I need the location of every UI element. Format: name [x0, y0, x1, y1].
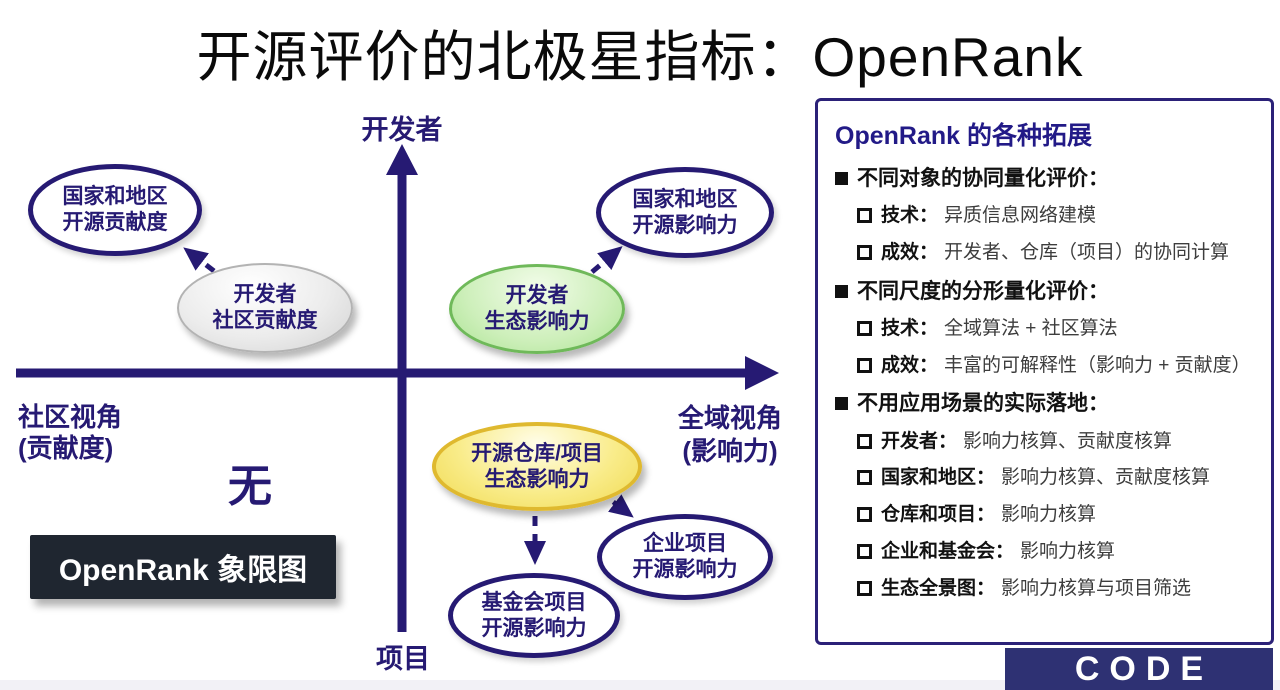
filled-square-bullet-icon — [835, 284, 848, 298]
item-desc: 开发者、仓库（项目）的协同计算 — [944, 241, 1230, 263]
panel-item: 成效： 开发者、仓库（项目）的协同计算 — [835, 242, 1254, 265]
section-title-text: 不同尺度的分形量化评价： — [857, 279, 1109, 303]
item-desc: 影响力核算、贡献度核算 — [1001, 467, 1211, 489]
code-logo: CODE — [1005, 648, 1273, 690]
arrow-deveco-to-country-icon — [590, 246, 623, 274]
y-axis-arrowhead-icon — [386, 144, 418, 175]
hollow-square-bullet-icon — [857, 470, 872, 486]
page-title: 开源评价的北极星指标：OpenRank — [196, 26, 1084, 88]
panel-item: 成效： 丰富的可解释性（影响力 + 贡献度） — [835, 355, 1254, 378]
node-developer-community-contribution: 开发者 社区贡献度 — [177, 263, 353, 353]
panel-section-title: 不同对象的协同量化评价： — [835, 167, 1254, 191]
filled-square-bullet-icon — [835, 172, 848, 185]
hollow-square-bullet-icon — [857, 433, 872, 449]
node-foundation-project-influence: 基金会项目 开源影响力 — [448, 573, 620, 658]
axis-label-community-view: 社区视角 (贡献度) — [18, 402, 123, 464]
openrank-extensions-panel: OpenRank 的各种拓展 不同对象的协同量化评价： 技术： 异质信息网络建模… — [815, 98, 1274, 645]
arrow-devcommunity-to-country-icon — [183, 247, 216, 273]
hollow-square-bullet-icon — [857, 320, 872, 336]
hollow-square-bullet-icon — [857, 244, 872, 260]
panel-item: 仓库和项目： 影响力核算 — [835, 504, 1254, 527]
quadrant-caption: OpenRank 象限图 — [30, 535, 336, 599]
hollow-square-bullet-icon — [857, 544, 872, 559]
panel-section-title: 不用应用场景的实际落地： — [835, 392, 1254, 416]
axis-label-developer: 开发者 — [361, 115, 443, 145]
item-desc: 影响力核算、贡献度核算 — [963, 430, 1173, 452]
filled-square-bullet-icon — [835, 397, 848, 411]
section-title-text: 不用应用场景的实际落地： — [857, 392, 1109, 416]
item-desc: 异质信息网络建模 — [944, 205, 1097, 227]
empty-quadrant-label: 无 — [228, 462, 272, 511]
item-label: 技术： — [881, 205, 939, 227]
panel-item: 生态全景图： 影响力核算与项目筛选 — [835, 578, 1254, 601]
item-label: 企业和基金会： — [881, 541, 1015, 562]
hollow-square-bullet-icon — [857, 357, 872, 373]
item-desc: 丰富的可解释性（影响力 + 贡献度） — [944, 354, 1251, 376]
hollow-square-bullet-icon — [857, 507, 872, 523]
bottom-strip — [0, 680, 1280, 690]
hollow-square-bullet-icon — [857, 208, 872, 224]
item-desc: 影响力核算 — [1001, 504, 1097, 526]
node-developer-ecosystem-influence: 开发者 生态影响力 — [449, 264, 625, 354]
item-desc: 影响力核算与项目筛选 — [1001, 577, 1192, 599]
item-label: 生态全景图： — [881, 577, 996, 599]
panel-item: 企业和基金会： 影响力核算 — [835, 541, 1254, 564]
item-label: 开发者： — [881, 430, 958, 452]
panel-header: OpenRank 的各种拓展 — [835, 122, 1092, 150]
node-country-contribution: 国家和地区 开源贡献度 — [28, 164, 202, 256]
panel-item: 技术： 全域算法 + 社区算法 — [835, 318, 1254, 341]
item-desc: 全域算法 + 社区算法 — [944, 317, 1118, 339]
panel-section-title: 不同尺度的分形量化评价： — [835, 280, 1254, 304]
node-country-influence: 国家和地区 开源影响力 — [596, 167, 774, 258]
panel-item: 技术： 异质信息网络建模 — [835, 205, 1254, 228]
node-repo-ecosystem-influence: 开源仓库/项目 生态影响力 — [432, 422, 642, 511]
panel-item: 开发者： 影响力核算、贡献度核算 — [835, 431, 1254, 454]
panel-item: 国家和地区： 影响力核算、贡献度核算 — [835, 467, 1254, 490]
node-enterprise-project-influence: 企业项目 开源影响力 — [597, 514, 773, 600]
item-label: 仓库和项目： — [881, 504, 996, 526]
x-axis-arrowhead-icon — [745, 356, 779, 390]
section-title-text: 不同对象的协同量化评价： — [857, 167, 1109, 190]
axis-label-project: 项目 — [376, 644, 430, 674]
item-desc: 影响力核算 — [1020, 541, 1116, 562]
item-label: 成效： — [881, 354, 939, 376]
axis-label-global-view: 全域视角 (影响力) — [677, 403, 782, 467]
hollow-square-bullet-icon — [857, 580, 872, 596]
item-label: 成效： — [881, 241, 939, 263]
item-label: 技术： — [881, 317, 939, 339]
item-label: 国家和地区： — [881, 467, 996, 489]
